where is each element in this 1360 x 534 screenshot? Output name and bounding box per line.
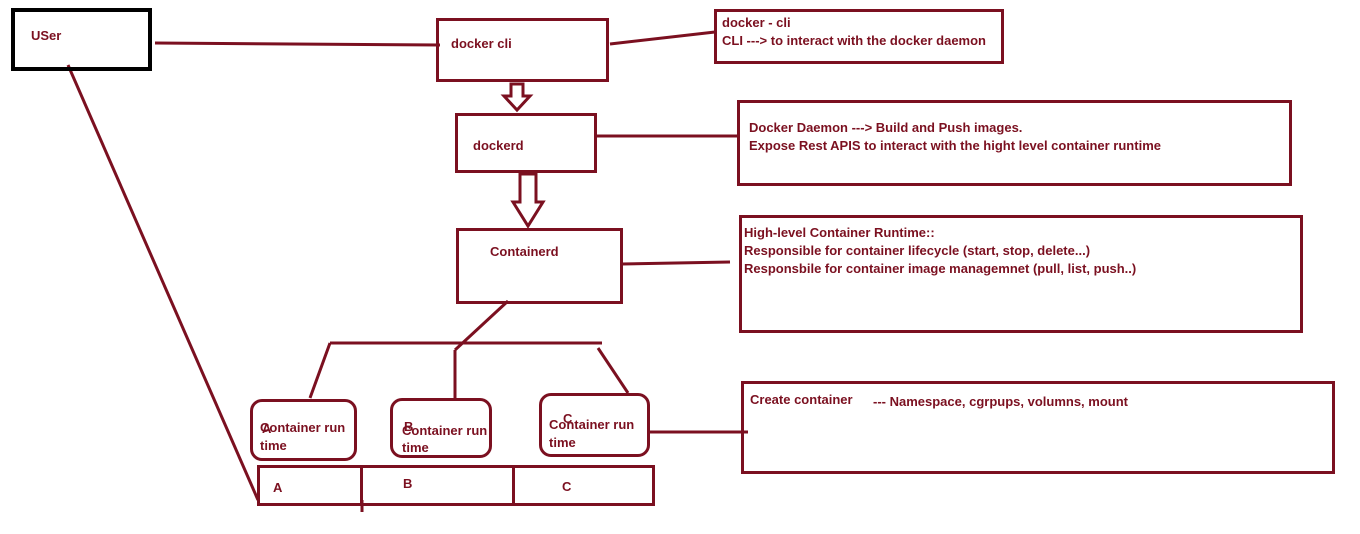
containers-bar bbox=[257, 465, 655, 506]
runtime-a-label2: time bbox=[260, 438, 287, 453]
daemon-note-line1: Docker Daemon ---> Build and Push images… bbox=[749, 120, 1023, 135]
user-to-cli-line bbox=[154, 41, 441, 47]
docker-cli-label: docker cli bbox=[451, 36, 512, 51]
runtime-c-letter: C bbox=[563, 411, 573, 426]
runtime-c-label2: time bbox=[549, 435, 576, 450]
containerd-note bbox=[739, 215, 1303, 333]
runtime-a-node bbox=[250, 399, 357, 461]
tree-branch-c bbox=[596, 347, 630, 394]
runtime-note-line1: Create container bbox=[750, 392, 853, 407]
dockerd-label: dockerd bbox=[473, 138, 524, 153]
containerd-note-line2: Responsible for container lifecycle (sta… bbox=[744, 243, 1091, 258]
runtime-note-line2: --- Namespace, cgrpups, volumns, mount bbox=[873, 394, 1128, 409]
tree-branch-a bbox=[308, 342, 332, 399]
containerd-label: Containerd bbox=[490, 244, 559, 259]
runtime-a-label1: Container run bbox=[260, 420, 346, 435]
containerd-note-line3: Responsbile for container image managemn… bbox=[744, 261, 1137, 276]
user-node bbox=[11, 8, 152, 71]
runtime-b-label2: time bbox=[402, 440, 429, 455]
runtime-b-letter: B bbox=[404, 419, 414, 434]
user-to-containers-line bbox=[66, 64, 260, 501]
runtime-c-node bbox=[539, 393, 650, 457]
cli-to-note-line bbox=[609, 30, 716, 46]
container-a-label: A bbox=[273, 480, 283, 495]
cli-note-line2: CLI ---> to interact with the docker dae… bbox=[722, 33, 986, 48]
runtime-b-node bbox=[390, 398, 492, 458]
dockerd-node bbox=[455, 113, 597, 173]
runtime-note bbox=[741, 381, 1335, 474]
cli-note bbox=[714, 9, 1004, 64]
containers-divider-1 bbox=[360, 465, 363, 506]
containerd-node bbox=[456, 228, 623, 304]
container-c-label: C bbox=[562, 479, 572, 494]
user-label: USer bbox=[31, 28, 62, 43]
cli-note-line1: docker - cli bbox=[722, 15, 791, 30]
runtime-a-letter: A bbox=[262, 421, 272, 436]
containerd-note-line1: High-level Container Runtime:: bbox=[744, 225, 935, 240]
daemon-note-line2: Expose Rest APIS to interact with the hi… bbox=[749, 138, 1161, 153]
runtime-b-label1: Container run bbox=[402, 423, 488, 438]
docker-cli-node bbox=[436, 18, 609, 82]
runtime-c-label1: Container run bbox=[549, 417, 635, 432]
arrow-dockerd-to-containerd bbox=[510, 172, 546, 229]
container-b-label: B bbox=[403, 476, 413, 491]
containers-divider-2 bbox=[512, 465, 515, 506]
containerd-to-note-line bbox=[621, 260, 731, 266]
arrow-cli-to-dockerd bbox=[500, 82, 534, 113]
daemon-note bbox=[737, 100, 1292, 186]
